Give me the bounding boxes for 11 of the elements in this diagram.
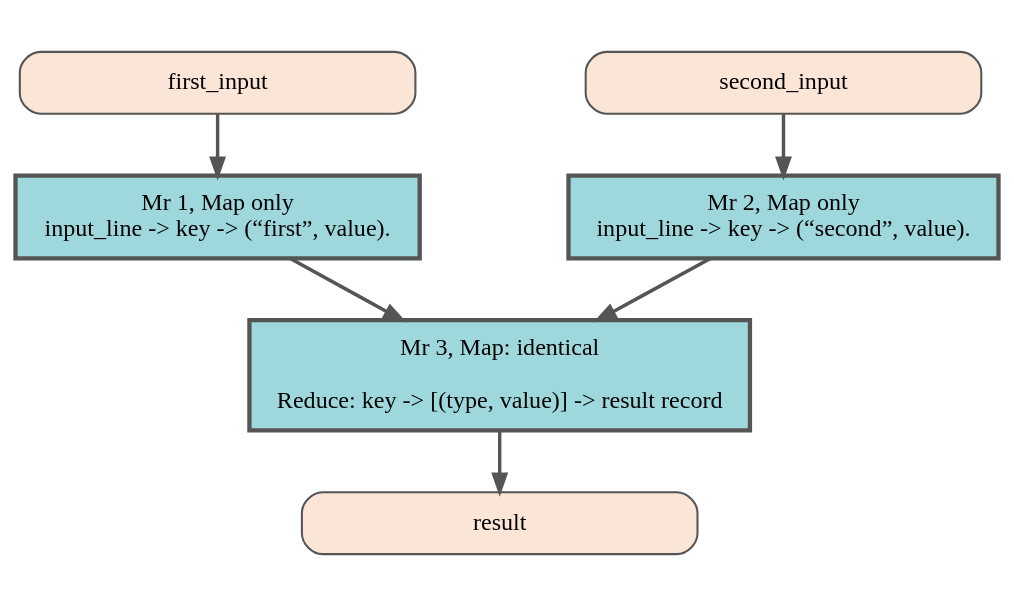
node-box: Mr 2, Map only input_line -> key -> (“second”, value). (566, 173, 1001, 261)
arrow (289, 257, 407, 323)
arrow (491, 430, 509, 497)
arrow (593, 257, 712, 323)
node-box: first_input (18, 50, 417, 115)
node-box: second_input (584, 50, 983, 115)
node-box: Mr 3, Map: identical Reduce: key -> [(type, value)] -> result record (247, 318, 753, 433)
node-box: Mr 1, Map only input_line -> key -> (“first”, value). (13, 173, 422, 261)
arrow (775, 114, 792, 181)
arrow (209, 114, 227, 181)
node-box: result (300, 491, 699, 556)
